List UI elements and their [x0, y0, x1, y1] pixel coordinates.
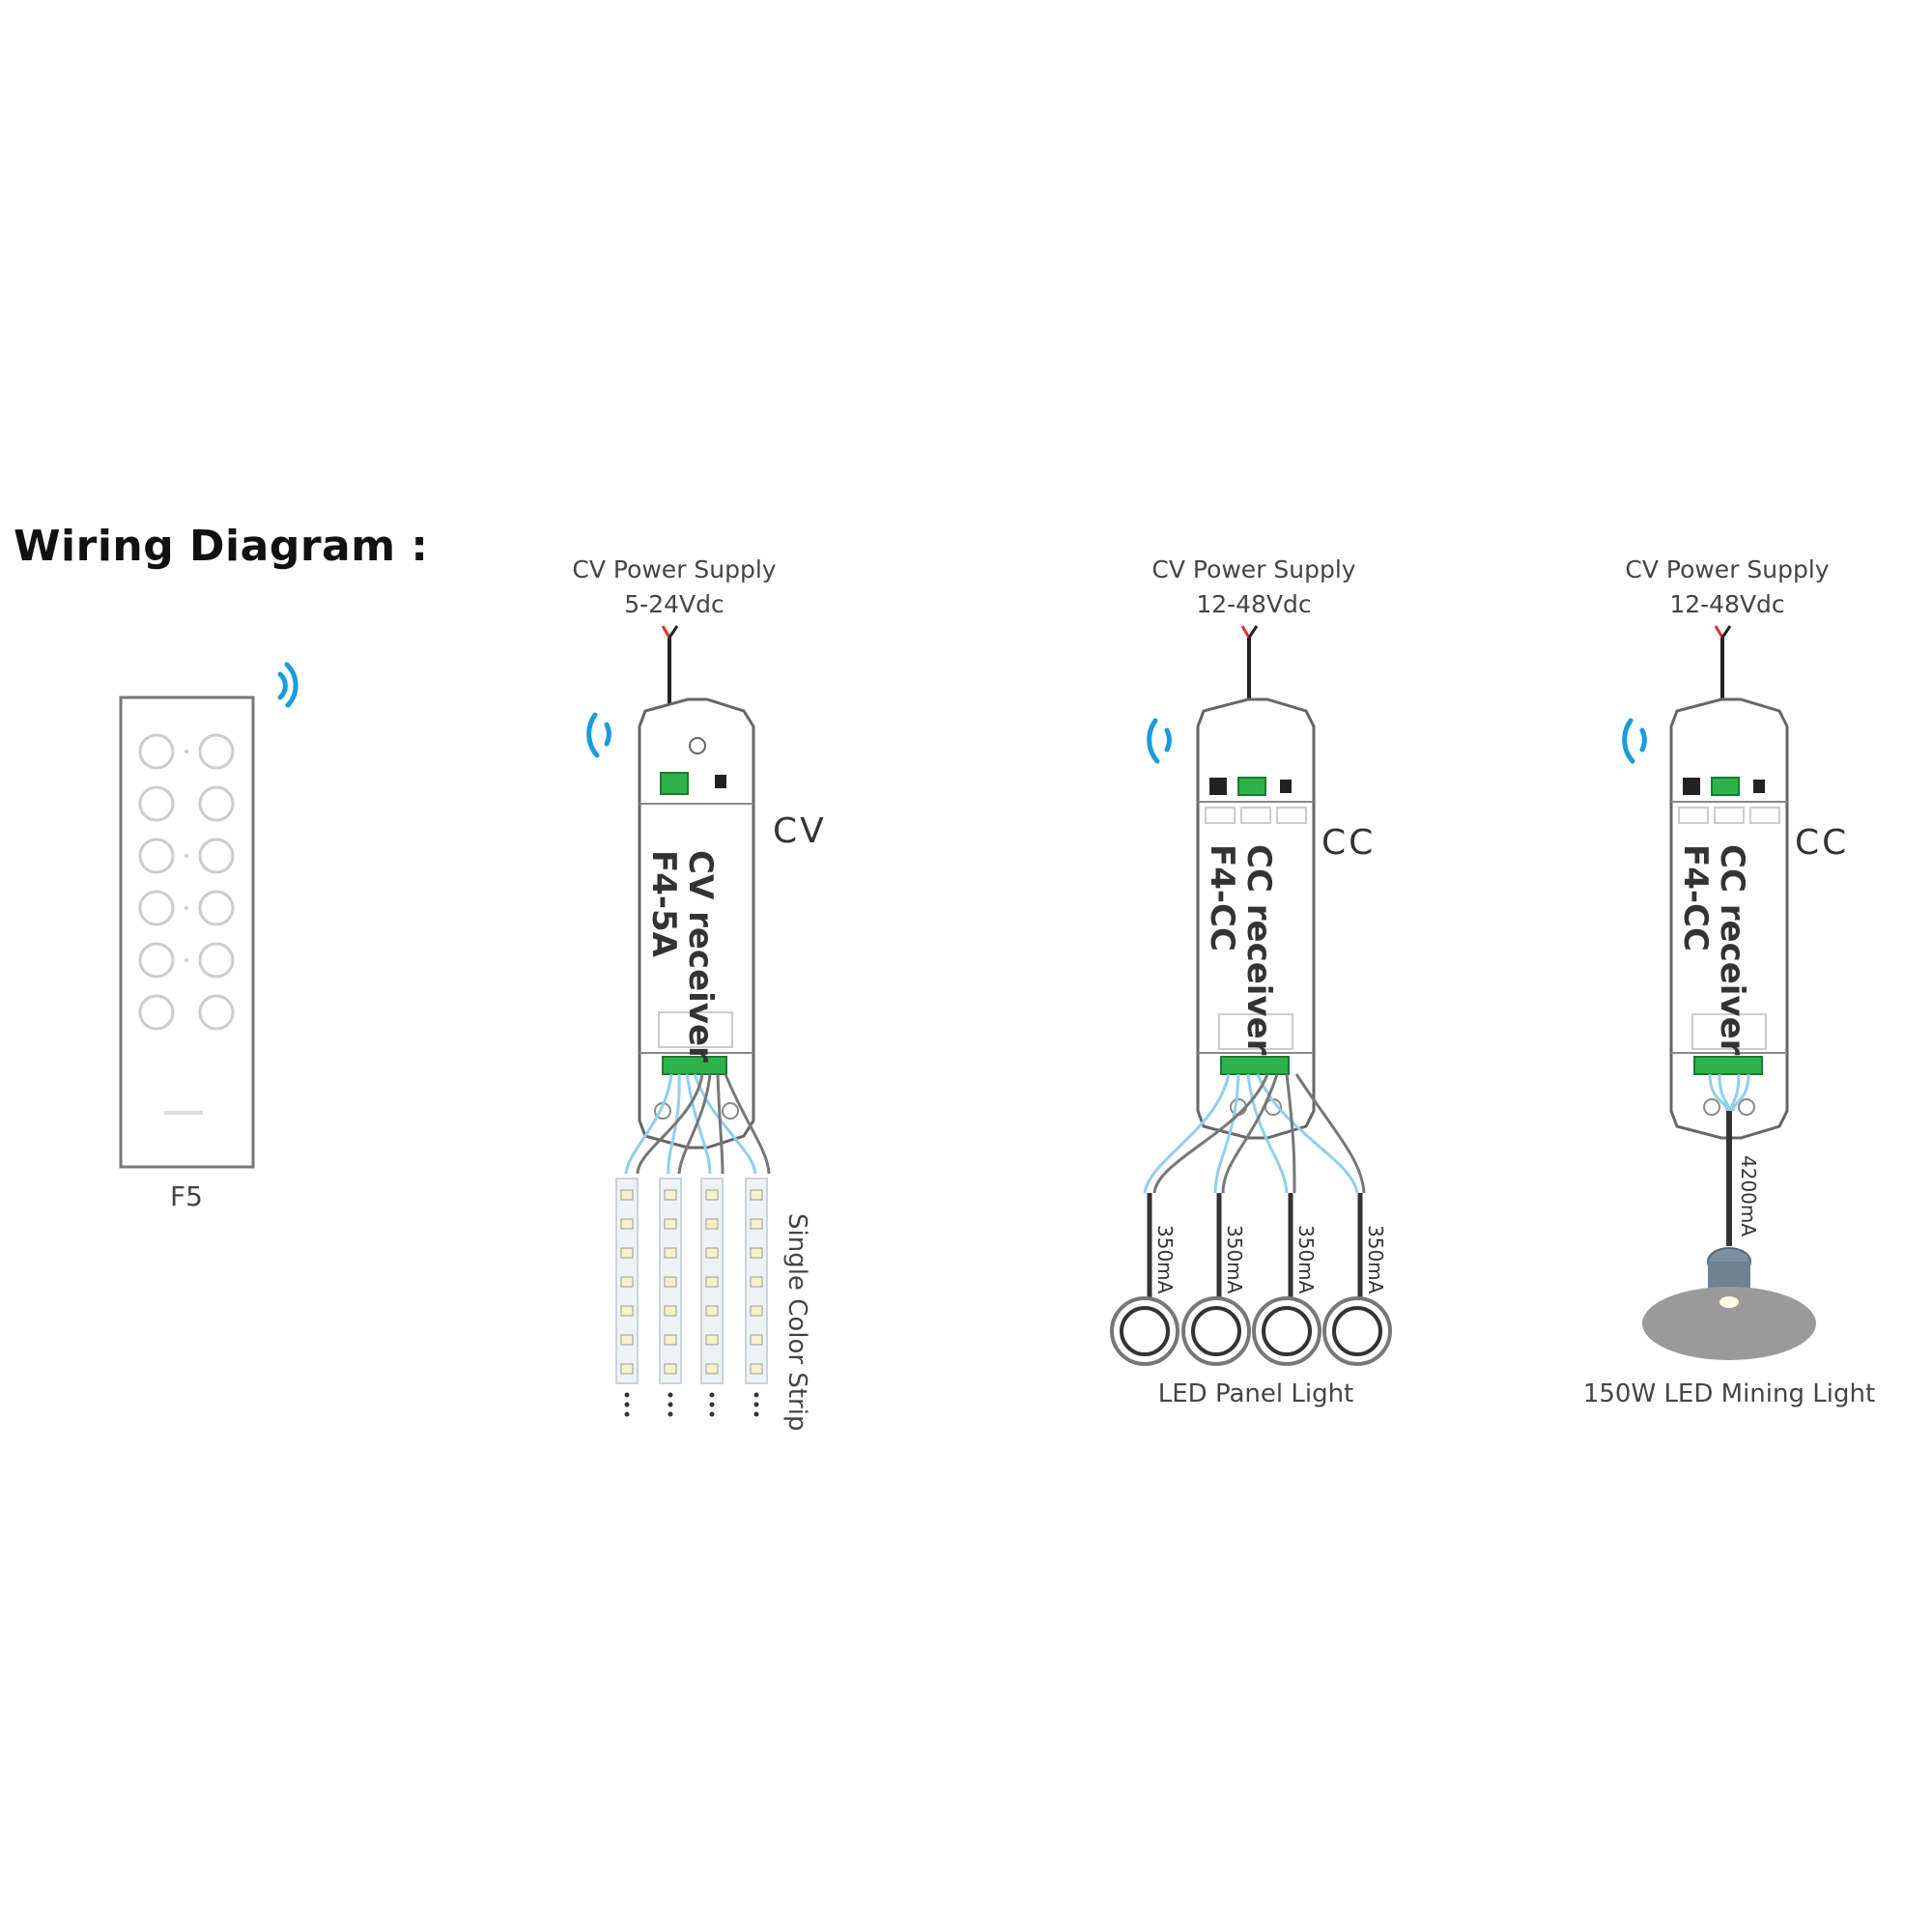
- receiver-type-label: CC: [1321, 823, 1377, 863]
- cc-receiver-unit: [1196, 625, 1316, 1140]
- receiver-model-type: CC receiver: [1239, 844, 1278, 1056]
- wireless-signal-icon: [1147, 718, 1172, 764]
- power-supply-voltage: 12-48Vdc: [1196, 590, 1312, 618]
- wireless-signal-icon: [586, 712, 611, 758]
- power-supply-label: CV Power Supply 12-48Vdc: [1582, 553, 1872, 622]
- led-strip: [615, 1178, 768, 1417]
- output-current-label: 350mA: [1294, 1225, 1318, 1294]
- receiver-model-number: F4-5A: [644, 850, 683, 957]
- led-panel-light: [1110, 1296, 1392, 1366]
- cc-receiver-unit: [1669, 625, 1789, 1140]
- output-wires: [624, 1073, 771, 1175]
- power-supply-type: CV Power Supply: [572, 555, 777, 583]
- output-current-label: 350mA: [1364, 1225, 1387, 1294]
- receiver-model-number: F4-CC: [1203, 844, 1241, 952]
- power-supply-type: CV Power Supply: [1625, 555, 1830, 583]
- receiver-model-type: CC receiver: [1713, 844, 1751, 1056]
- remote-label: F5: [170, 1180, 203, 1212]
- remote-control: [119, 696, 255, 1169]
- load-label: Single Color Strip: [782, 1213, 811, 1432]
- receiver-model-type: CV receiver: [681, 850, 720, 1063]
- output-current-label: 350mA: [1153, 1225, 1177, 1294]
- output-wires: [1143, 1073, 1366, 1304]
- led-mining-light: [1642, 1247, 1816, 1360]
- power-supply-type: CV Power Supply: [1151, 555, 1356, 583]
- power-supply-label: CV Power Supply 12-48Vdc: [1109, 553, 1399, 622]
- wireless-signal-icon: [277, 662, 298, 708]
- receiver-name: CV receiver F4-5A: [644, 850, 720, 1063]
- power-supply-voltage: 12-48Vdc: [1669, 590, 1785, 618]
- page-title: Wiring Diagram :: [14, 522, 429, 571]
- receiver-type-label: CV: [773, 811, 827, 851]
- load-label: LED Panel Light: [1157, 1379, 1354, 1408]
- receiver-type-label: CC: [1795, 823, 1850, 863]
- receiver-name: CC receiver F4-CC: [1203, 844, 1278, 1056]
- load-label: 150W LED Mining Light: [1582, 1379, 1876, 1408]
- power-supply-label: CV Power Supply 5-24Vdc: [529, 553, 819, 622]
- receiver-name: CC receiver F4-CC: [1676, 844, 1751, 1056]
- output-current-label: 350mA: [1223, 1225, 1246, 1294]
- output-current-label: 4200mA: [1737, 1155, 1760, 1237]
- receiver-model-number: F4-CC: [1676, 844, 1715, 952]
- power-supply-voltage: 5-24Vdc: [624, 590, 724, 618]
- output-wires: [1708, 1073, 1750, 1246]
- wireless-signal-icon: [1622, 718, 1647, 764]
